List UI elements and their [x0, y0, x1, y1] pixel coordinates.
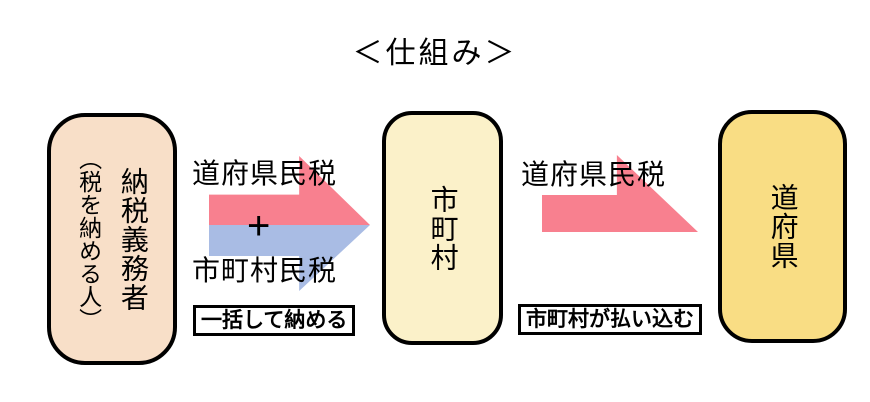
prefecture-box: 道府県: [718, 110, 847, 343]
prefectural-tax-label-1: 道府県民税: [192, 158, 338, 189]
taxpayer-box-content: 納税義務者 （税を納める人）: [75, 147, 149, 331]
taxpayer-note: （税を納める人）: [75, 147, 102, 331]
caption-municipality-pays: 市町村が払い込む: [518, 304, 702, 336]
prefectural-tax-label-2: 道府県民税: [521, 159, 667, 190]
municipal-tax-label: 市町村民税: [192, 255, 338, 286]
municipality-box: 市町村: [382, 111, 503, 345]
caption-pay-lump-sum: 一括して納める: [193, 305, 356, 337]
plus-sign: +: [247, 204, 271, 248]
taxpayer-label: 納税義務者: [117, 166, 149, 312]
prefecture-label: 道府県: [767, 183, 799, 270]
municipality-label: 市町村: [427, 184, 459, 272]
taxpayer-box: 納税義務者 （税を納める人）: [47, 113, 177, 365]
diagram-title: ＜仕組み＞: [352, 37, 518, 70]
